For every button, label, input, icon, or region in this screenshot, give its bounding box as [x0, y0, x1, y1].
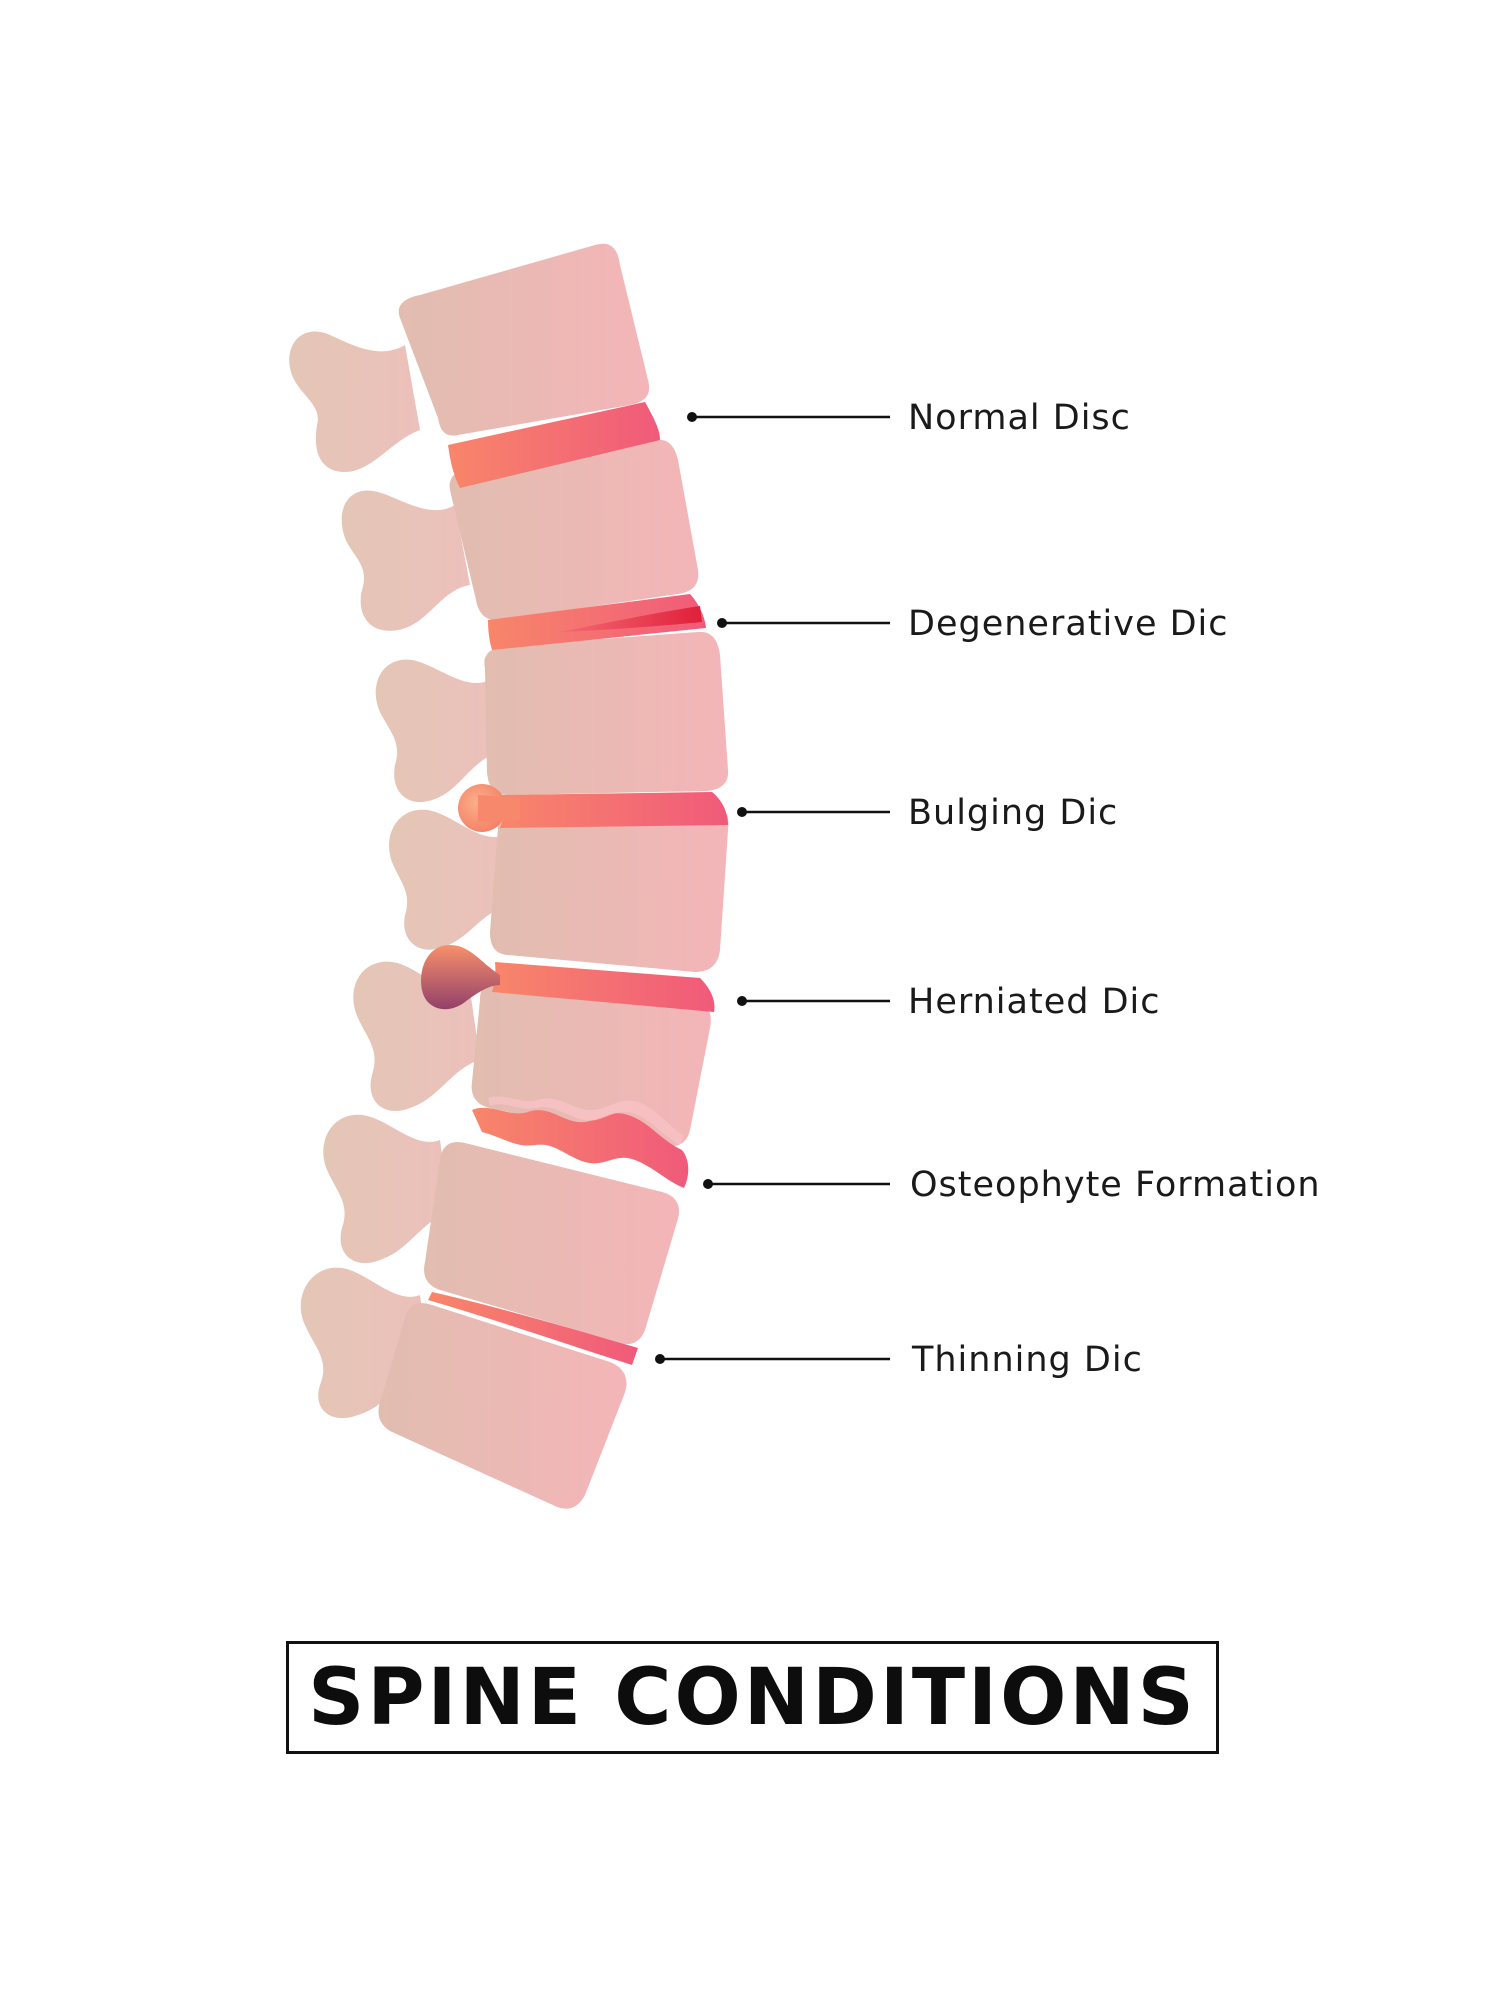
vertebra-7 [378, 1303, 627, 1509]
process-4 [389, 809, 510, 950]
vertebra-2 [449, 439, 699, 621]
vertebral-bodies [378, 243, 729, 1509]
disc-herniation [421, 945, 500, 1010]
vertebra-3 [484, 631, 729, 795]
process-6 [323, 1114, 450, 1264]
disc-normal [448, 402, 660, 488]
process-1 [289, 331, 420, 472]
process-2 [341, 490, 470, 631]
label-degenerative-disc: Degenerative Dic [908, 604, 1229, 644]
disc-degenerative-crack [560, 606, 702, 632]
label-herniated-disc: Herniated Dic [908, 982, 1161, 1022]
disc-bulge-neck [478, 795, 520, 822]
disc-herniated [492, 962, 715, 1012]
disc-bulging [500, 792, 728, 828]
leader-herniated-disc [737, 996, 890, 1006]
posterior-processes [289, 331, 510, 1419]
disc-osteophyte-highlight [488, 1096, 684, 1145]
disc-thinning [428, 1292, 638, 1365]
labels: Normal Disc Degenerative Dic Bulging Dic… [908, 398, 1321, 1380]
label-osteophyte-formation: Osteophyte Formation [910, 1165, 1321, 1205]
disc-degenerative [488, 594, 706, 650]
vertebra-1 [398, 243, 650, 436]
process-3 [375, 659, 500, 803]
page-title: SPINE CONDITIONS [308, 1652, 1197, 1743]
leader-osteophyte-formation [703, 1179, 890, 1189]
leader-bulging-disc [737, 807, 890, 817]
vertebra-6 [424, 1142, 680, 1345]
leader-degenerative-disc [717, 618, 890, 628]
discs [421, 402, 728, 1365]
leader-lines [655, 412, 890, 1364]
leader-normal-disc [687, 412, 890, 422]
label-bulging-disc: Bulging Dic [908, 793, 1118, 833]
disc-osteophyte [472, 1107, 689, 1188]
label-thinning-disc: Thinning Dic [911, 1340, 1143, 1380]
leader-thinning-disc [655, 1354, 890, 1364]
vertebra-4 [490, 805, 729, 972]
title-box: SPINE CONDITIONS [286, 1641, 1219, 1754]
label-normal-disc: Normal Disc [908, 398, 1131, 438]
